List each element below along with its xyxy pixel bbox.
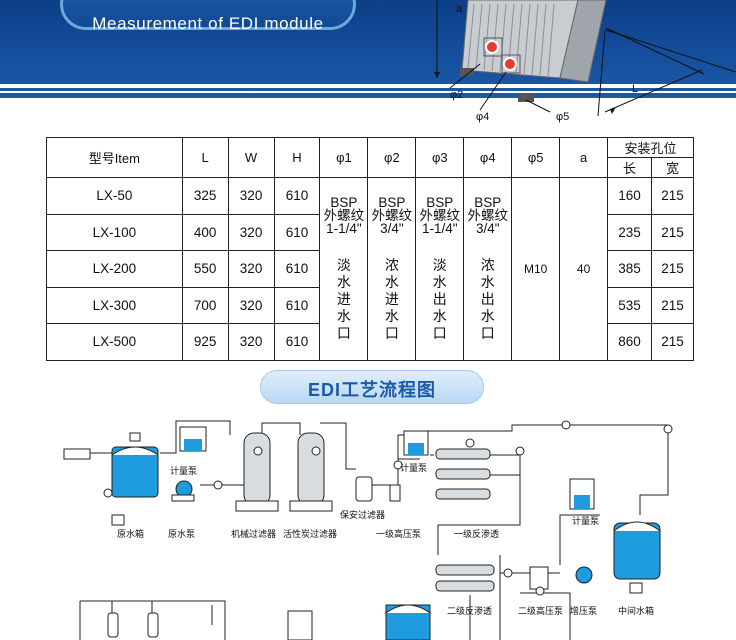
cell-L: 925: [181, 323, 229, 361]
dim-a-label: a: [456, 3, 463, 15]
cell-L: 700: [181, 286, 229, 324]
cell-len: 160: [607, 177, 652, 215]
table-row: LX-100 400 320 610 235 215: [46, 213, 695, 251]
cell-wid: 215: [650, 286, 695, 324]
cell-phi5: M10: [511, 177, 561, 361]
th-phi5: φ5: [511, 137, 561, 178]
label-dosing2: 计量泵: [400, 463, 428, 473]
cell-H: 610: [273, 323, 321, 361]
process-flow-diagram: [63, 420, 673, 640]
cell-model: LX-100: [46, 213, 183, 251]
cell-H: 610: [273, 177, 321, 215]
cell-L: 550: [181, 250, 229, 288]
spec-table: 型号Item L W H φ1 φ2 φ3 φ4 φ5 a 安装孔位 长 宽 L…: [46, 137, 695, 361]
cell-L: 325: [181, 177, 229, 215]
cell-len: 860: [607, 323, 652, 361]
th-len: 长: [607, 157, 652, 178]
dim-phi5-label: φ5: [556, 111, 569, 123]
cell-wid: 215: [650, 213, 695, 251]
cell-model: LX-500: [46, 323, 183, 361]
dim-L-label: L: [632, 83, 638, 95]
label-ro2: 二级反渗透: [447, 606, 493, 616]
cell-len: 535: [607, 286, 652, 324]
table-row: LX-500 925 320 610 860 215: [46, 323, 695, 361]
cell-W: 320: [227, 213, 275, 251]
cell-len: 385: [607, 250, 652, 288]
cell-wid: 215: [650, 323, 695, 361]
dim-phi2-label: φ2: [450, 89, 463, 101]
th-H: H: [273, 137, 321, 178]
th-phi3: φ3: [415, 137, 465, 178]
label-mid-tank: 中间水箱: [618, 606, 655, 616]
th-phi1: φ1: [319, 137, 369, 178]
cell-model: LX-50: [46, 177, 183, 215]
label-raw-tank: 原水箱: [117, 529, 145, 539]
title-pill: [60, 0, 356, 30]
label-dosing3: 计量泵: [572, 516, 600, 526]
cell-wid: 215: [650, 250, 695, 288]
page-title: Measurement of EDI module: [92, 14, 324, 33]
cell-W: 320: [227, 286, 275, 324]
cell-H: 610: [273, 250, 321, 288]
cell-H: 610: [273, 286, 321, 324]
label-mech-filter: 机械过滤器: [231, 529, 277, 539]
th-W: W: [227, 137, 275, 178]
label-dosing1: 计量泵: [170, 466, 198, 476]
cell-wid: 215: [650, 177, 695, 215]
th-wid: 宽: [650, 157, 695, 178]
header-stripe: [0, 84, 736, 88]
cell-model: LX-300: [46, 286, 183, 324]
label-carbon-filter: 活性炭过滤器: [283, 529, 338, 539]
cell-L: 400: [181, 213, 229, 251]
label-security-filter: 保安过滤器: [340, 510, 386, 520]
cell-model: LX-200: [46, 250, 183, 288]
process-title: EDI工艺流程图: [307, 380, 436, 400]
cell-len: 235: [607, 213, 652, 251]
label-booster: 增压泵: [570, 606, 598, 616]
th-a: a: [559, 137, 609, 178]
cell-a: 40: [559, 177, 609, 361]
th-item: 型号Item: [46, 137, 183, 178]
th-L: L: [181, 137, 229, 178]
th-phi4: φ4: [463, 137, 513, 178]
label-raw-pump: 原水泵: [168, 529, 196, 539]
label-ro1: 一级反渗透: [454, 529, 500, 539]
cell-H: 610: [273, 213, 321, 251]
dim-phi4-label: φ4: [476, 111, 489, 123]
th-install: 安装孔位: [607, 137, 694, 158]
edi-module-drawing: L φ2 φ4 φ5 a: [434, 0, 736, 123]
cell-W: 320: [227, 250, 275, 288]
cell-W: 320: [227, 323, 275, 361]
process-title-pill: [260, 370, 484, 404]
label-hp-pump1: 一级高压泵: [376, 529, 422, 539]
header-stripe-thin: [0, 91, 736, 93]
th-phi2: φ2: [367, 137, 417, 178]
cell-W: 320: [227, 177, 275, 215]
label-hp-pump2: 二级高压泵: [518, 606, 564, 616]
